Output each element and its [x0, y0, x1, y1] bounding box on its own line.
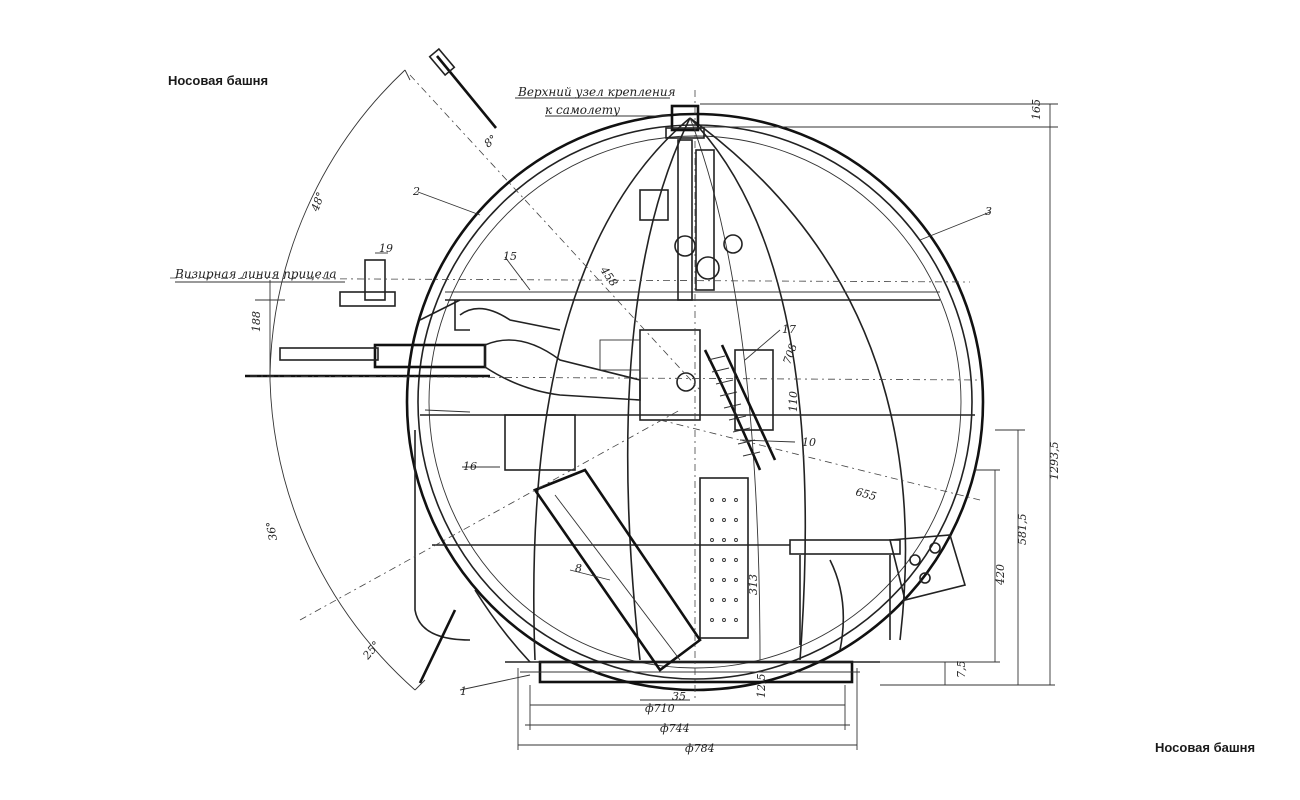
- part-8: 8: [575, 562, 582, 575]
- left-frame: [414, 299, 531, 663]
- note-sight-line: Визирная линия прицела: [174, 267, 337, 281]
- angle-25: 25°: [360, 639, 383, 663]
- caption-top: Носовая башня: [168, 73, 269, 88]
- dim-75: 7,5: [955, 661, 968, 679]
- part-10: 10: [802, 436, 816, 449]
- top-mount: [639, 104, 743, 301]
- dim-188: 188: [250, 311, 263, 332]
- external-barrel-bottom: [418, 609, 457, 684]
- construction-lines: [169, 74, 981, 700]
- ammo-belt: [703, 344, 777, 471]
- note-mount-line1: Верхний узел крепления: [517, 85, 676, 99]
- seat: [789, 534, 967, 651]
- gun-mechanism: [245, 259, 701, 471]
- part-19: 19: [379, 242, 393, 255]
- dim-height: 1293,5: [1048, 442, 1061, 481]
- bottom-dimensions: [517, 668, 858, 750]
- part-2: 2: [412, 185, 420, 198]
- dim-708: 708: [781, 342, 800, 366]
- dim-5815: 581,5: [1016, 514, 1029, 546]
- ammo-box: [699, 349, 774, 639]
- dim-744: ф744: [660, 722, 690, 735]
- dim-top-gap: 165: [1030, 99, 1043, 120]
- dim-110: 110: [787, 391, 800, 412]
- dim-420: 420: [994, 564, 1007, 586]
- dim-125: 12,5: [755, 674, 768, 699]
- base-ring: [505, 660, 880, 684]
- angle-36: 36°: [264, 520, 280, 541]
- right-dimensions: [700, 103, 1058, 686]
- part-17: 17: [782, 323, 796, 336]
- part-15: 15: [503, 250, 517, 263]
- external-barrel-top: [428, 47, 498, 129]
- note-mount-line2: к самолету: [545, 103, 620, 117]
- labels: Верхний узел крепления к самолету Визирн…: [174, 85, 1061, 755]
- dim-784: ф784: [685, 742, 715, 755]
- meridian-ribs: [532, 117, 907, 661]
- dim-313: 313: [747, 574, 760, 595]
- angle-48: 48°: [308, 190, 327, 214]
- leader-lines: [175, 97, 991, 691]
- dim-458: 458: [597, 263, 620, 288]
- dim-655: 655: [854, 485, 878, 503]
- part-3: 3: [985, 205, 992, 218]
- caption-bottom: Носовая башня: [1155, 740, 1256, 755]
- part-16: 16: [463, 460, 477, 473]
- angle-8: 8°: [482, 132, 500, 150]
- dim-710: ф710: [645, 702, 675, 715]
- part-1: 1: [460, 685, 467, 698]
- diagonal-strut: [533, 468, 702, 672]
- angle-arcs: [255, 69, 426, 691]
- dim-35: 35: [672, 690, 686, 703]
